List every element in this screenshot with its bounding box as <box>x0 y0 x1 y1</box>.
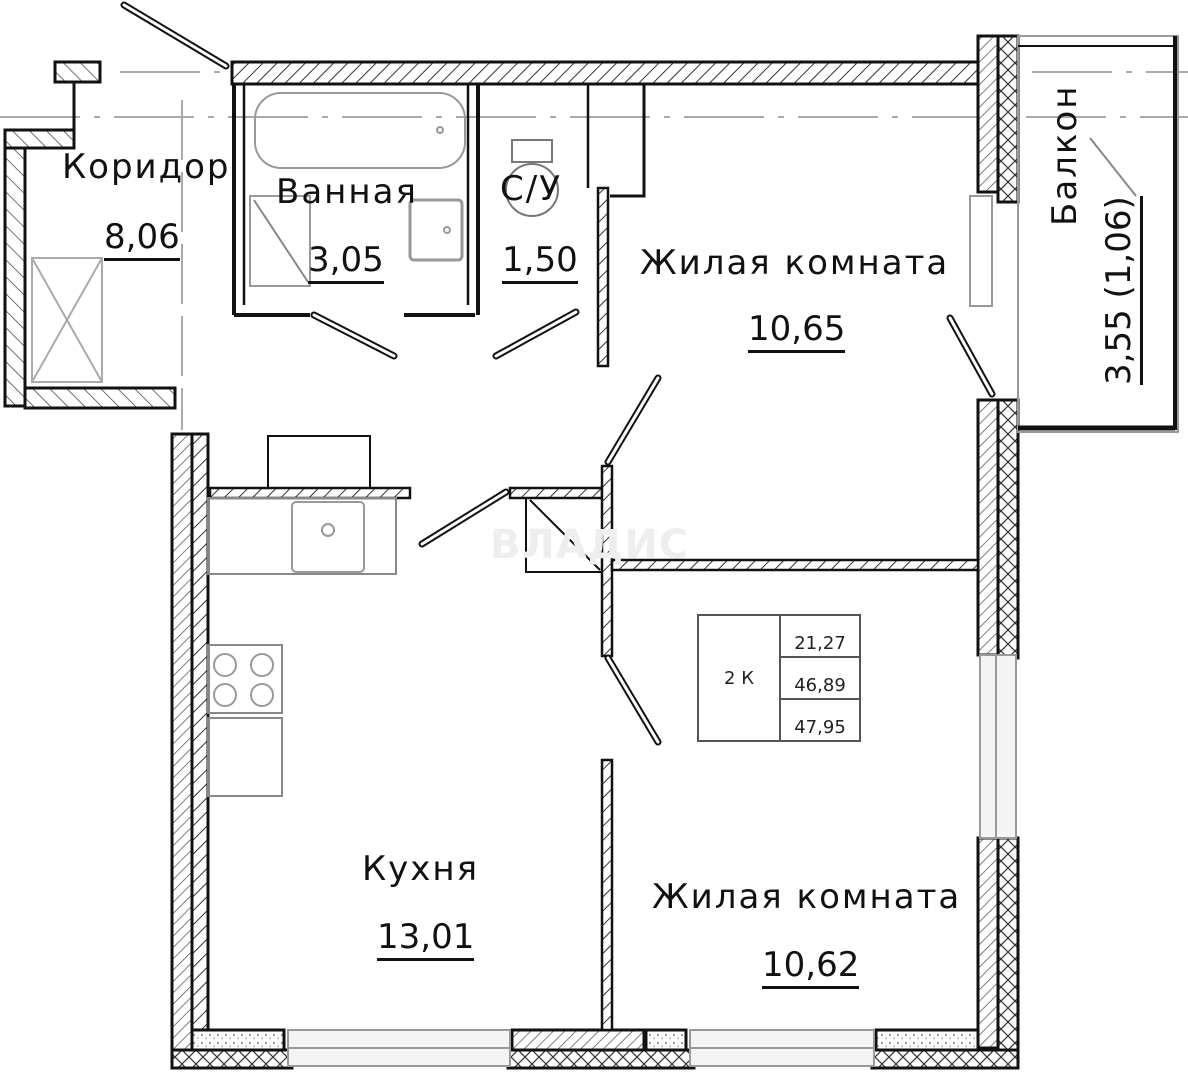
windows <box>287 195 1017 1067</box>
living-area-value: 21,27 <box>781 616 859 658</box>
balcony-outline <box>1017 35 1179 433</box>
room-area-bathroom: 3,05 <box>308 243 384 284</box>
room-name-living-room-2: Жилая комната <box>652 877 962 917</box>
room-area-toilet: 1,50 <box>502 243 578 284</box>
area-summary-table: 2 К 21,27 46,89 47,95 <box>697 614 861 742</box>
room-name-living-room-1: Жилая комната <box>640 243 950 283</box>
room-name-corridor: Коридор <box>62 147 231 187</box>
bathtub-icon <box>254 92 466 169</box>
watermark: ВЛАДИС <box>490 522 690 568</box>
fixtures <box>31 92 1137 797</box>
room-name-bathroom: Ванная <box>276 172 418 212</box>
bathroom-sink-icon <box>408 198 464 262</box>
room-area-living-room-1: 10,65 <box>748 312 846 353</box>
shaft-icon <box>31 257 103 383</box>
kitchen-sink-icon <box>291 501 365 573</box>
room-area-living-room-2: 10,62 <box>762 948 860 989</box>
stove-icon <box>207 644 283 714</box>
partitions <box>208 82 980 1032</box>
washing-machine-icon <box>249 195 311 287</box>
rooms-count: 2 К <box>699 616 781 740</box>
room-area-kitchen: 13,01 <box>377 920 475 961</box>
room-area-corridor: 8,06 <box>104 220 180 261</box>
room-area-balcony: 3,55 (1,06) <box>1099 196 1143 385</box>
room-name-toilet: С/У <box>500 169 562 209</box>
total-area-with-balcony-value: 47,95 <box>794 717 846 738</box>
room-name-kitchen: Кухня <box>362 849 480 889</box>
walls <box>3 34 1020 1070</box>
room-name-balcony: Балкон <box>1045 84 1085 226</box>
toilet-icon <box>511 139 553 163</box>
total-area-value: 46,89 <box>781 658 859 700</box>
